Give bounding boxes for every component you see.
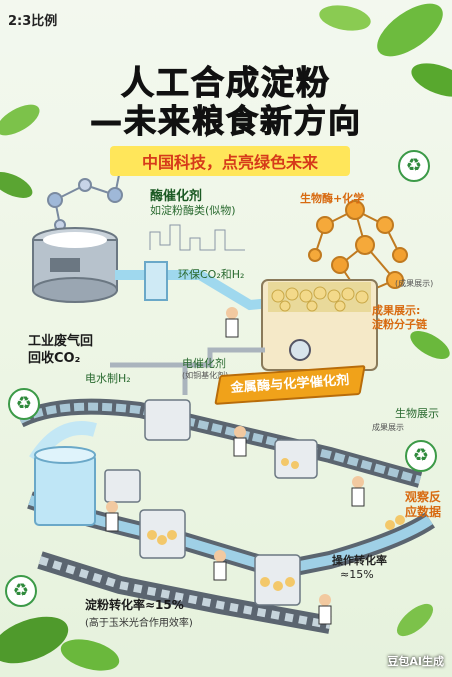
recycle-icon: ♻ (8, 388, 40, 420)
bio-show-sub: 成果展示 (372, 423, 404, 432)
page-title-line2: —未来粮食新方向 (89, 102, 362, 141)
scientist-icon (105, 307, 365, 625)
electro-catalyst-label: 电催化剂 (182, 357, 226, 370)
result-molecule-label: 淀粉分子链 (372, 318, 427, 331)
recycle-icon: ♻ (405, 440, 437, 472)
electro-h2-label: 电水制H₂ (85, 372, 131, 385)
waste-gas-label: 工业废气回 (28, 334, 94, 349)
bio-chem-label: 生物酶+化学 (300, 192, 365, 205)
enzyme-catalyst-label: 酶催化剂 (150, 189, 203, 204)
starch-rate-label: 淀粉转化率≈15% (85, 598, 184, 612)
eco-gas-label: 环保CO₂和H₂ (178, 268, 245, 281)
recycle-icon: ♻ (5, 575, 37, 607)
electro-catalyst-sub: (如铜基化剂) (182, 371, 229, 380)
op-rate-label: 操作转化率 (332, 554, 387, 567)
page-title: 人工合成淀粉 (121, 63, 331, 103)
bio-chem-note: (成果展示) (395, 279, 434, 288)
op-rate-value: ≈15% (340, 568, 374, 581)
tank-icon (34, 446, 96, 526)
result-show-label: 成果展示: (372, 304, 421, 317)
aspect-ratio-label: 2:3比例 (8, 14, 58, 29)
waste-gas-label-2: 回收CO₂ (28, 351, 81, 366)
starch-rate-sub: (高于玉米光合作用效率) (85, 618, 193, 629)
subtitle: 中国科技，点亮绿色未来 (110, 146, 350, 176)
enzyme-catalyst-sub: 如淀粉酶类(似物) (150, 204, 236, 217)
leaf-icon (319, 3, 452, 97)
observe-data-label: 观察反 (405, 490, 442, 504)
observe-data-label-2: 应数据 (405, 505, 442, 519)
tank-icon (32, 227, 118, 303)
bio-show-label: 生物展示 (395, 407, 439, 420)
watermark: 豆包AI生成 (387, 655, 444, 668)
recycle-icon: ♻ (398, 150, 430, 182)
leaf-icon (0, 331, 450, 671)
leaf-icon (0, 104, 40, 198)
